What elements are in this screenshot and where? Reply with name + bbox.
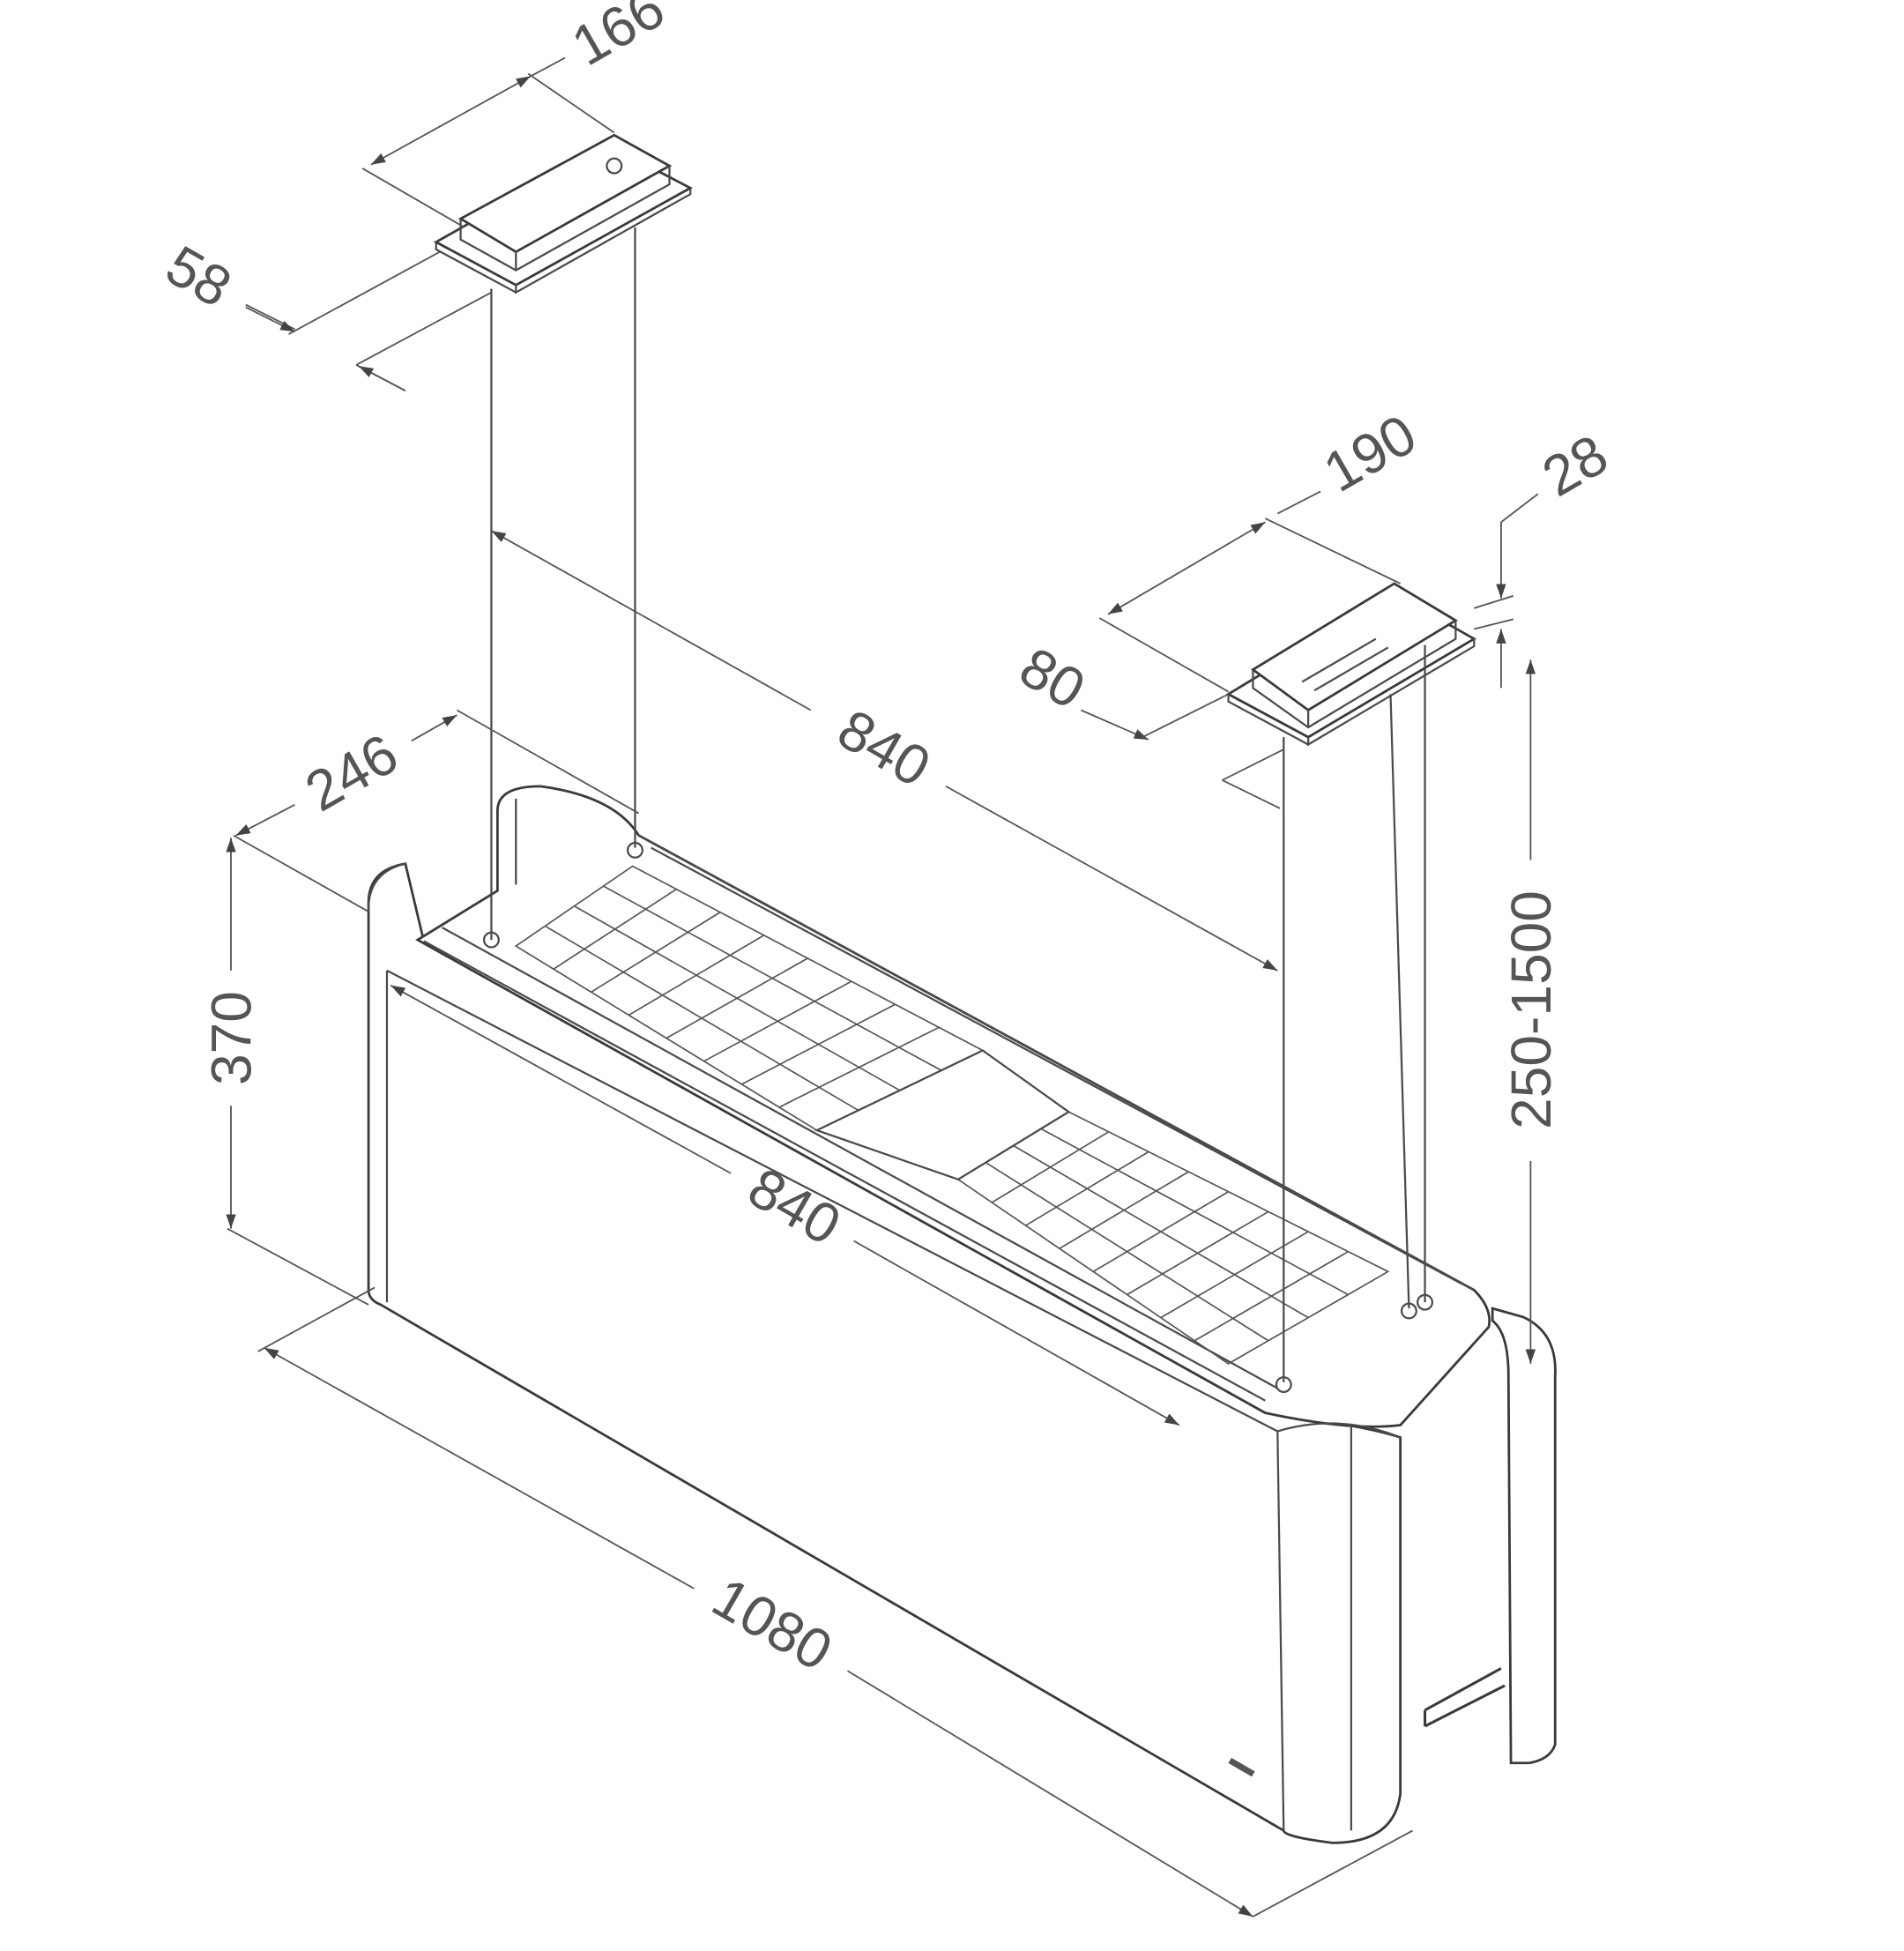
dim-unit-depth: 246 <box>294 721 408 823</box>
dim-unit-height: 370 <box>199 991 263 1085</box>
dim-bracket-right-width: 190 <box>1313 402 1427 504</box>
left-ceiling-bracket <box>433 133 694 294</box>
right-end-panel <box>1423 1307 1557 1765</box>
brand-logo <box>1228 1757 1255 1777</box>
center-panel <box>814 1049 1071 1181</box>
dim-bracket-left-width: 166 <box>562 0 675 78</box>
dim-bracket-right-thickness: 28 <box>1532 422 1618 509</box>
dim-suspension-height: 250-1500 <box>1499 890 1563 1129</box>
filter-right <box>956 1111 1390 1365</box>
right-ceiling-bracket <box>1225 582 1477 747</box>
suspension-wires <box>482 227 1433 1394</box>
dimension-lines <box>226 56 1539 1917</box>
dim-bracket-left-depth: 58 <box>156 233 242 319</box>
dim-bracket-right-depth: 80 <box>1009 635 1096 721</box>
dim-unit-length: 1080 <box>703 1565 843 1683</box>
unit-body <box>367 785 1491 1844</box>
dim-suspension-spacing: 840 <box>828 697 941 800</box>
